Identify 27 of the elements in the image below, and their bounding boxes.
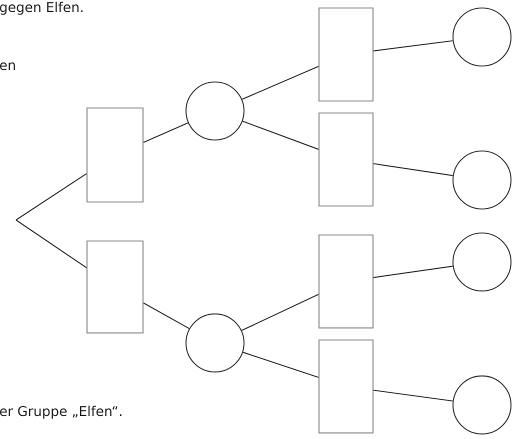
- box-shape: [86, 107, 144, 203]
- connector-line: [16, 220, 87, 268]
- circle-shape: [452, 232, 512, 292]
- text-fragment: en: [0, 62, 15, 70]
- connector-line: [242, 294, 319, 331]
- connector-line: [242, 120, 319, 150]
- connector-line: [373, 390, 453, 402]
- connector-line: [143, 122, 188, 143]
- text-fragment: er Gruppe „Elfen“.: [0, 406, 122, 419]
- circle-shape: [452, 150, 512, 210]
- circle-shape: [185, 81, 245, 141]
- connector-line: [242, 66, 319, 100]
- circle-shape: [452, 375, 512, 435]
- connector-line: [242, 352, 319, 378]
- text-fragment: gegen Elfen.: [0, 2, 83, 15]
- connector-line: [143, 302, 190, 330]
- connector-line: [373, 163, 453, 176]
- circle-shape: [185, 313, 245, 373]
- connector-line: [16, 173, 87, 220]
- box-shape: [318, 339, 374, 434]
- box-shape: [318, 112, 374, 207]
- circle-shape: [452, 7, 512, 67]
- box-shape: [318, 7, 374, 102]
- connector-line: [373, 266, 453, 278]
- box-shape: [318, 234, 374, 329]
- connector-line: [373, 40, 453, 52]
- box-shape: [86, 240, 144, 334]
